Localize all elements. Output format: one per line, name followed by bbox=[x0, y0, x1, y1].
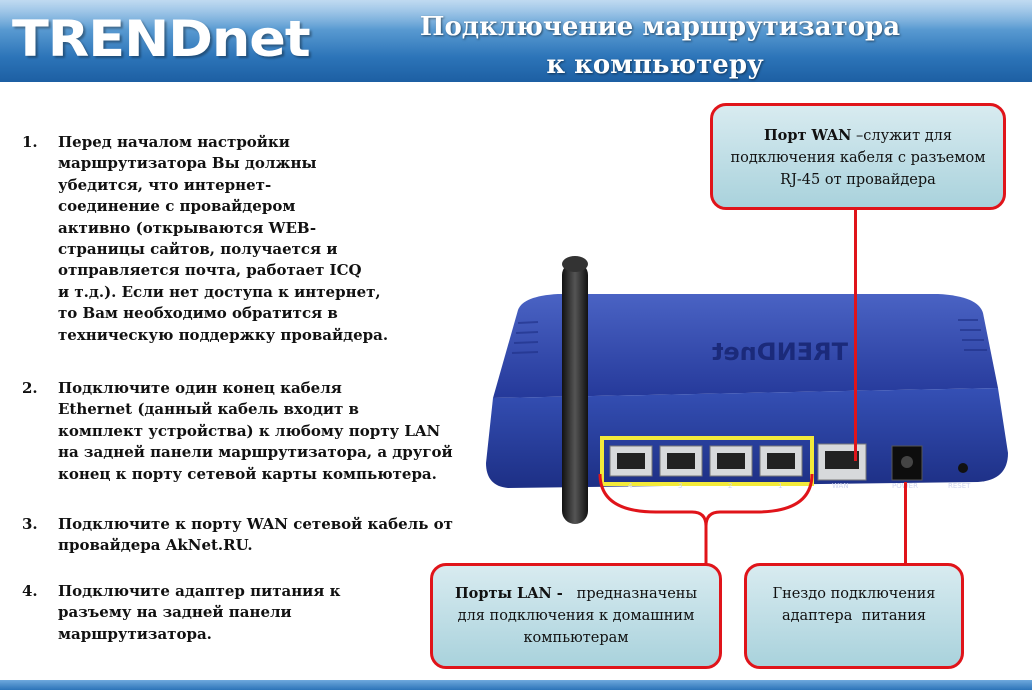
step-text: Подключите к порту WAN сетевой кабель от… bbox=[58, 515, 453, 555]
router-brand-label: TRENDnet bbox=[712, 338, 848, 366]
wan-callout-bold: Порт WAN bbox=[763, 127, 852, 144]
step-number: 4. bbox=[22, 582, 38, 600]
step-4: 4. Подключите адаптер питания к разъему … bbox=[22, 581, 452, 647]
power-callout-line2: адаптера питания bbox=[781, 608, 927, 624]
step-number: 3. bbox=[22, 515, 38, 533]
wan-callout-line2: подключения кабеля с разъемом bbox=[730, 150, 986, 166]
router-illustration: TRENDnet 4 3 2 1 WAN POWER RESET bbox=[486, 256, 1008, 524]
lan-ports-highlight bbox=[600, 436, 814, 486]
power-callout-line1: Гнездо подключения bbox=[772, 586, 936, 602]
power-connector-line bbox=[904, 482, 907, 564]
lan-callout: Порты LAN - предназначены для подключени… bbox=[430, 563, 722, 669]
footer-bar bbox=[0, 680, 1032, 690]
lan-callout-bold: Порты LAN - bbox=[454, 585, 563, 602]
step-3: 3. Подключите к порту WAN сетевой кабель… bbox=[22, 514, 453, 559]
wan-callout: Порт WAN –служит для подключения кабеля … bbox=[710, 103, 1006, 210]
step-text: Подключите адаптер питания к разъему на … bbox=[58, 582, 341, 643]
lan-bracket bbox=[598, 473, 814, 566]
step-number: 1. bbox=[22, 133, 38, 151]
antenna bbox=[562, 262, 588, 524]
lan-callout-line2: для подключения к домашним bbox=[457, 608, 695, 624]
header-banner: TRENDnet Подключение маршрутизатора к ко… bbox=[0, 0, 1032, 82]
brand-logo: TRENDnet bbox=[12, 10, 311, 68]
wan-callout-line3: RJ-45 от провайдера bbox=[780, 172, 936, 188]
power-callout: Гнездо подключения адаптера питания bbox=[744, 563, 964, 669]
svg-text:4: 4 bbox=[628, 482, 633, 490]
step-text: Перед началом настройки маршрутизатора В… bbox=[58, 133, 389, 344]
page-title-line2: к компьютеру bbox=[546, 50, 764, 80]
page-title-line1: Подключение маршрутизатора bbox=[419, 12, 901, 42]
header-shine bbox=[0, 0, 1032, 30]
wan-connector-line bbox=[854, 208, 857, 461]
svg-text:RESET: RESET bbox=[948, 482, 971, 490]
svg-text:WAN: WAN bbox=[832, 482, 849, 490]
lan-callout-line1: Порты LAN - предназначены bbox=[454, 585, 698, 602]
svg-text:3: 3 bbox=[678, 482, 682, 490]
step-1: 1. Перед началом настройки маршрутизатор… bbox=[22, 132, 452, 352]
lan-callout-line3: компьютерам bbox=[523, 630, 629, 646]
reset-button bbox=[958, 463, 968, 473]
router-top-surface bbox=[493, 294, 998, 398]
svg-text:2: 2 bbox=[728, 482, 732, 490]
svg-text:1: 1 bbox=[778, 482, 782, 490]
step-number: 2. bbox=[22, 379, 38, 397]
wan-callout-line1: Порт WAN –служит для bbox=[763, 127, 953, 144]
step-2: 2. Подключите один конец кабеля Ethernet… bbox=[22, 378, 453, 488]
step-text: Подключите один конец кабеля Ethernet (д… bbox=[58, 379, 453, 483]
